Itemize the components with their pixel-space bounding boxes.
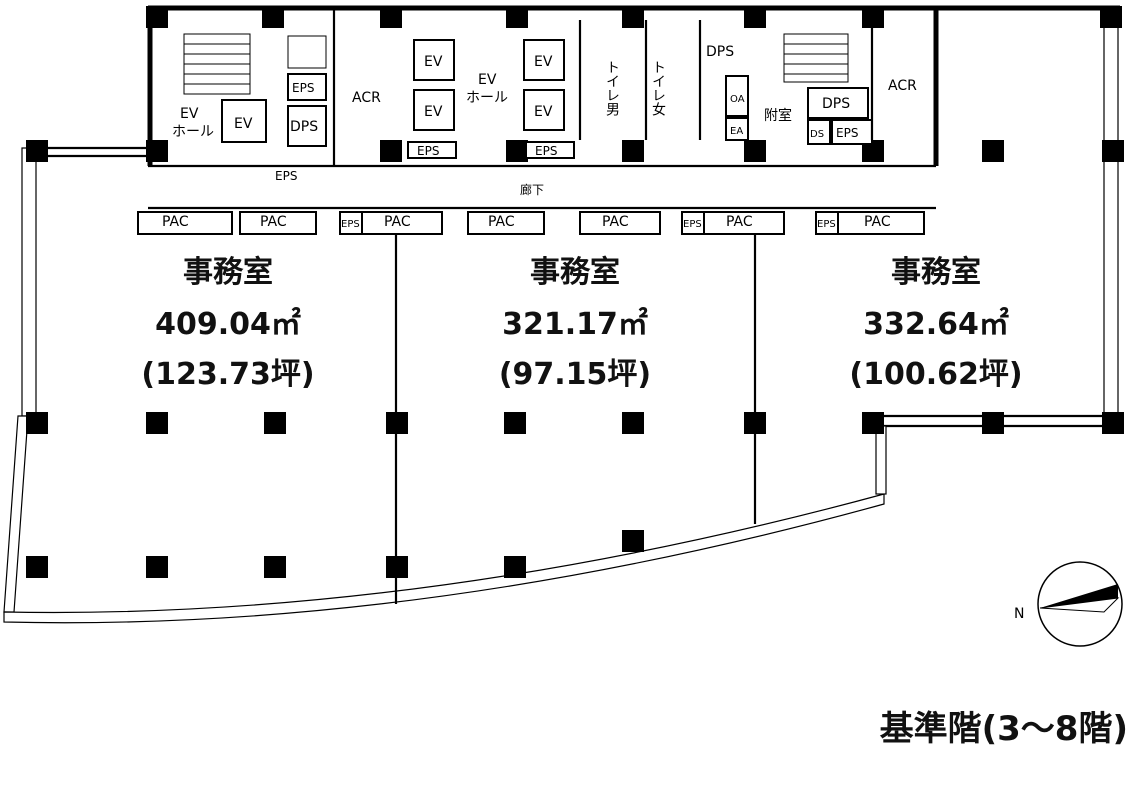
pac-unit — [239, 211, 317, 235]
office-3: 事務室 332.64㎡ (100.62坪) — [849, 255, 1022, 392]
ev-hall-label: EV — [478, 72, 497, 88]
office-1: 事務室 409.04㎡ (123.73坪) — [141, 255, 314, 392]
floor-title: 基準階(3〜8階) — [880, 709, 1128, 749]
office-2: 事務室 321.17㎡ (97.15坪) — [499, 255, 651, 392]
pac-unit — [837, 211, 925, 235]
ds-label: DS — [810, 129, 824, 140]
office-area: 332.64㎡ — [863, 307, 1009, 342]
ev-label: EV — [534, 54, 553, 70]
office-tsubo: (100.62坪) — [849, 357, 1022, 392]
pac-unit — [703, 211, 785, 235]
office-name: 事務室 — [891, 255, 981, 290]
eps-label: EPS — [683, 219, 702, 230]
dps-label: DPS — [290, 119, 318, 135]
eps-label: EPS — [275, 169, 297, 183]
eps-label: EPS — [292, 81, 314, 95]
compass-needle-icon — [1040, 584, 1118, 608]
dps-label: DPS — [822, 96, 850, 112]
ev-label: EV — [424, 54, 443, 70]
pac-unit — [467, 211, 545, 235]
pac-units — [137, 211, 925, 235]
ev-label: EV — [234, 116, 253, 132]
columns — [26, 6, 1124, 578]
pac-unit — [137, 211, 233, 235]
core-labels: PAC PAC PAC PAC PAC PAC PAC EPS EPS EPS … — [162, 44, 917, 230]
acr-label: ACR — [888, 78, 917, 94]
office-name: 事務室 — [530, 255, 620, 290]
ev-label: EV — [424, 104, 443, 120]
pac-label: PAC — [726, 214, 753, 230]
eps-label: EPS — [836, 126, 858, 140]
pac-label: PAC — [488, 214, 515, 230]
ev-hall-label: EV — [180, 106, 199, 122]
north-compass: N — [1014, 561, 1123, 647]
annex-label: 附室 — [764, 107, 792, 124]
ev-hall-sub: ホール — [172, 124, 214, 140]
pac-label: PAC — [864, 214, 891, 230]
dps-label: DPS — [706, 44, 734, 60]
toilet-women-label: トイレ女 — [650, 60, 666, 116]
office-name: 事務室 — [183, 255, 273, 290]
ea-label: EA — [730, 126, 743, 137]
pac-unit — [361, 211, 443, 235]
pac-unit — [579, 211, 661, 235]
eps-label: EPS — [817, 219, 836, 230]
office-area: 321.17㎡ — [502, 307, 648, 342]
pac-label: PAC — [602, 214, 629, 230]
eps-label: EPS — [417, 144, 439, 158]
office-partitions — [394, 228, 757, 604]
corridor-label: 廊下 — [520, 182, 544, 197]
office-area: 409.04㎡ — [155, 307, 301, 342]
pac-label: PAC — [162, 214, 189, 230]
ev-label: EV — [534, 104, 553, 120]
toilet-men-label: トイレ男 — [604, 60, 620, 116]
office-tsubo: (97.15坪) — [499, 357, 651, 392]
pac-label: PAC — [260, 214, 287, 230]
acr-label: ACR — [352, 90, 381, 106]
eps-label: EPS — [535, 144, 557, 158]
core-rooms — [183, 8, 874, 166]
office-tsubo: (123.73坪) — [141, 357, 314, 392]
eps-label: EPS — [341, 219, 360, 230]
ev-hall-sub: ホール — [466, 90, 508, 106]
compass-label: N — [1014, 606, 1024, 622]
oa-label: OA — [730, 94, 745, 105]
pac-label: PAC — [384, 214, 411, 230]
